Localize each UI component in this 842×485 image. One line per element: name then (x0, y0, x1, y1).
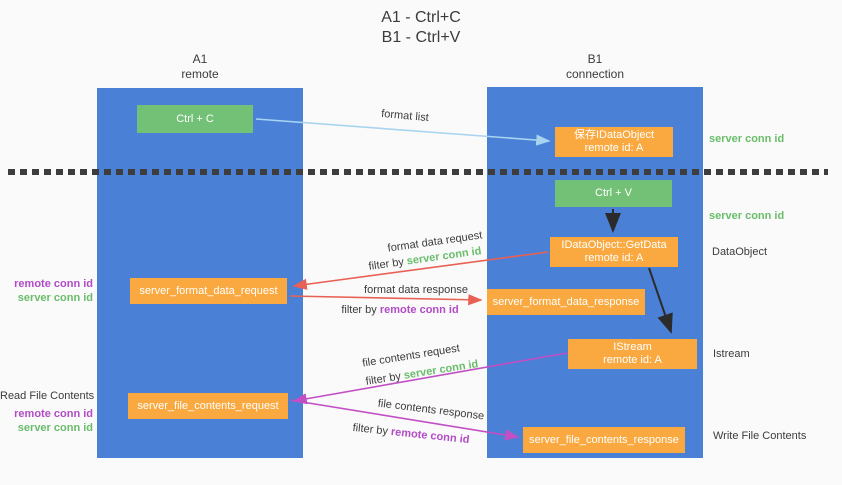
node-ctrl-c-label: Ctrl + C (176, 112, 214, 125)
flow-label-filter-4: filter by remote conn id (352, 422, 470, 446)
lane-b1-subtitle: connection (565, 67, 625, 81)
left-label-conn-ids-1: remote conn id server conn id (0, 277, 93, 305)
right-label-istream: Istream (713, 348, 750, 360)
node-istream: IStream remote id: A (568, 339, 697, 369)
right-label-server-conn-id-mid: server conn id (709, 210, 785, 222)
node-ctrl-c: Ctrl + C (137, 105, 253, 133)
left-label-conn-ids-2: remote conn id server conn id (0, 407, 93, 435)
left-server-conn-id-2: server conn id (17, 422, 93, 434)
filter-by-text-3: filter by (364, 370, 402, 388)
lane-a1-name: A1 (192, 52, 208, 66)
lane-a1-subtitle: remote (181, 67, 219, 81)
dotted-separator (8, 169, 828, 175)
flow-label-format-data-response: format data response (364, 284, 468, 296)
lane-b1-name: B1 (587, 52, 603, 66)
node-server-file-contents-response: server_file_contents_response (523, 427, 685, 453)
flow-label-filter-2: filter by remote conn id (341, 304, 458, 316)
node-save-idataobject-line1: 保存IDataObject (573, 129, 655, 141)
right-label-write-file-contents: Write File Contents (713, 430, 807, 442)
node-getdata-line2: remote id: A (584, 252, 644, 264)
node-file-request-label: server_file_contents_request (137, 399, 279, 412)
node-istream-line2: remote id: A (603, 354, 662, 366)
filter-by-text-2: filter by (341, 304, 377, 316)
node-idataobject-getdata: IDataObject::GetData remote id: A (550, 237, 678, 267)
filter-server-conn-id-3: server conn id (402, 358, 480, 382)
lane-b1-header: B1 connection (487, 52, 703, 82)
node-server-format-data-request: server_format_data_request (130, 278, 287, 304)
node-ctrl-v-label: Ctrl + V (595, 187, 632, 199)
title-line-b1: B1 - Ctrl+V (381, 29, 461, 46)
filter-remote-conn-id-4: remote conn id (390, 425, 470, 447)
lane-a1-header: A1 remote (97, 52, 303, 82)
node-file-response-label: server_file_contents_response (529, 433, 679, 446)
right-label-dataobject: DataObject (712, 246, 768, 258)
node-server-file-contents-request: server_file_contents_request (128, 393, 288, 419)
left-label-read-file-contents: Read File Contents (0, 390, 95, 402)
left-remote-conn-id-2: remote conn id (14, 408, 93, 420)
right-label-server-conn-id-top: server conn id (709, 133, 785, 145)
left-remote-conn-id-1: remote conn id (14, 278, 93, 290)
title-line-a1: A1 - Ctrl+C (381, 9, 461, 26)
node-istream-line1: IStream (613, 341, 652, 353)
node-save-idataobject: 保存IDataObject remote id: A (555, 127, 673, 157)
filter-by-text-4: filter by (352, 421, 389, 438)
node-format-request-label: server_format_data_request (139, 284, 278, 297)
node-getdata-line1: IDataObject::GetData (561, 239, 667, 251)
diagram-title: A1 - Ctrl+C B1 - Ctrl+V (0, 8, 842, 48)
node-ctrl-v: Ctrl + V (555, 180, 672, 207)
flow-label-format-list: format list (380, 107, 430, 125)
node-save-idataobject-line2: remote id: A (584, 142, 644, 154)
node-server-format-data-response: server_format_data_response (487, 289, 645, 315)
filter-remote-conn-id-2: remote conn id (379, 304, 459, 316)
node-format-response-label: server_format_data_response (492, 295, 640, 308)
flow-label-file-contents-response: file contents response (377, 397, 485, 423)
format-data-response-arrow (289, 294, 483, 306)
filter-by-text-1: filter by (367, 256, 405, 273)
left-server-conn-id-1: server conn id (17, 292, 93, 304)
